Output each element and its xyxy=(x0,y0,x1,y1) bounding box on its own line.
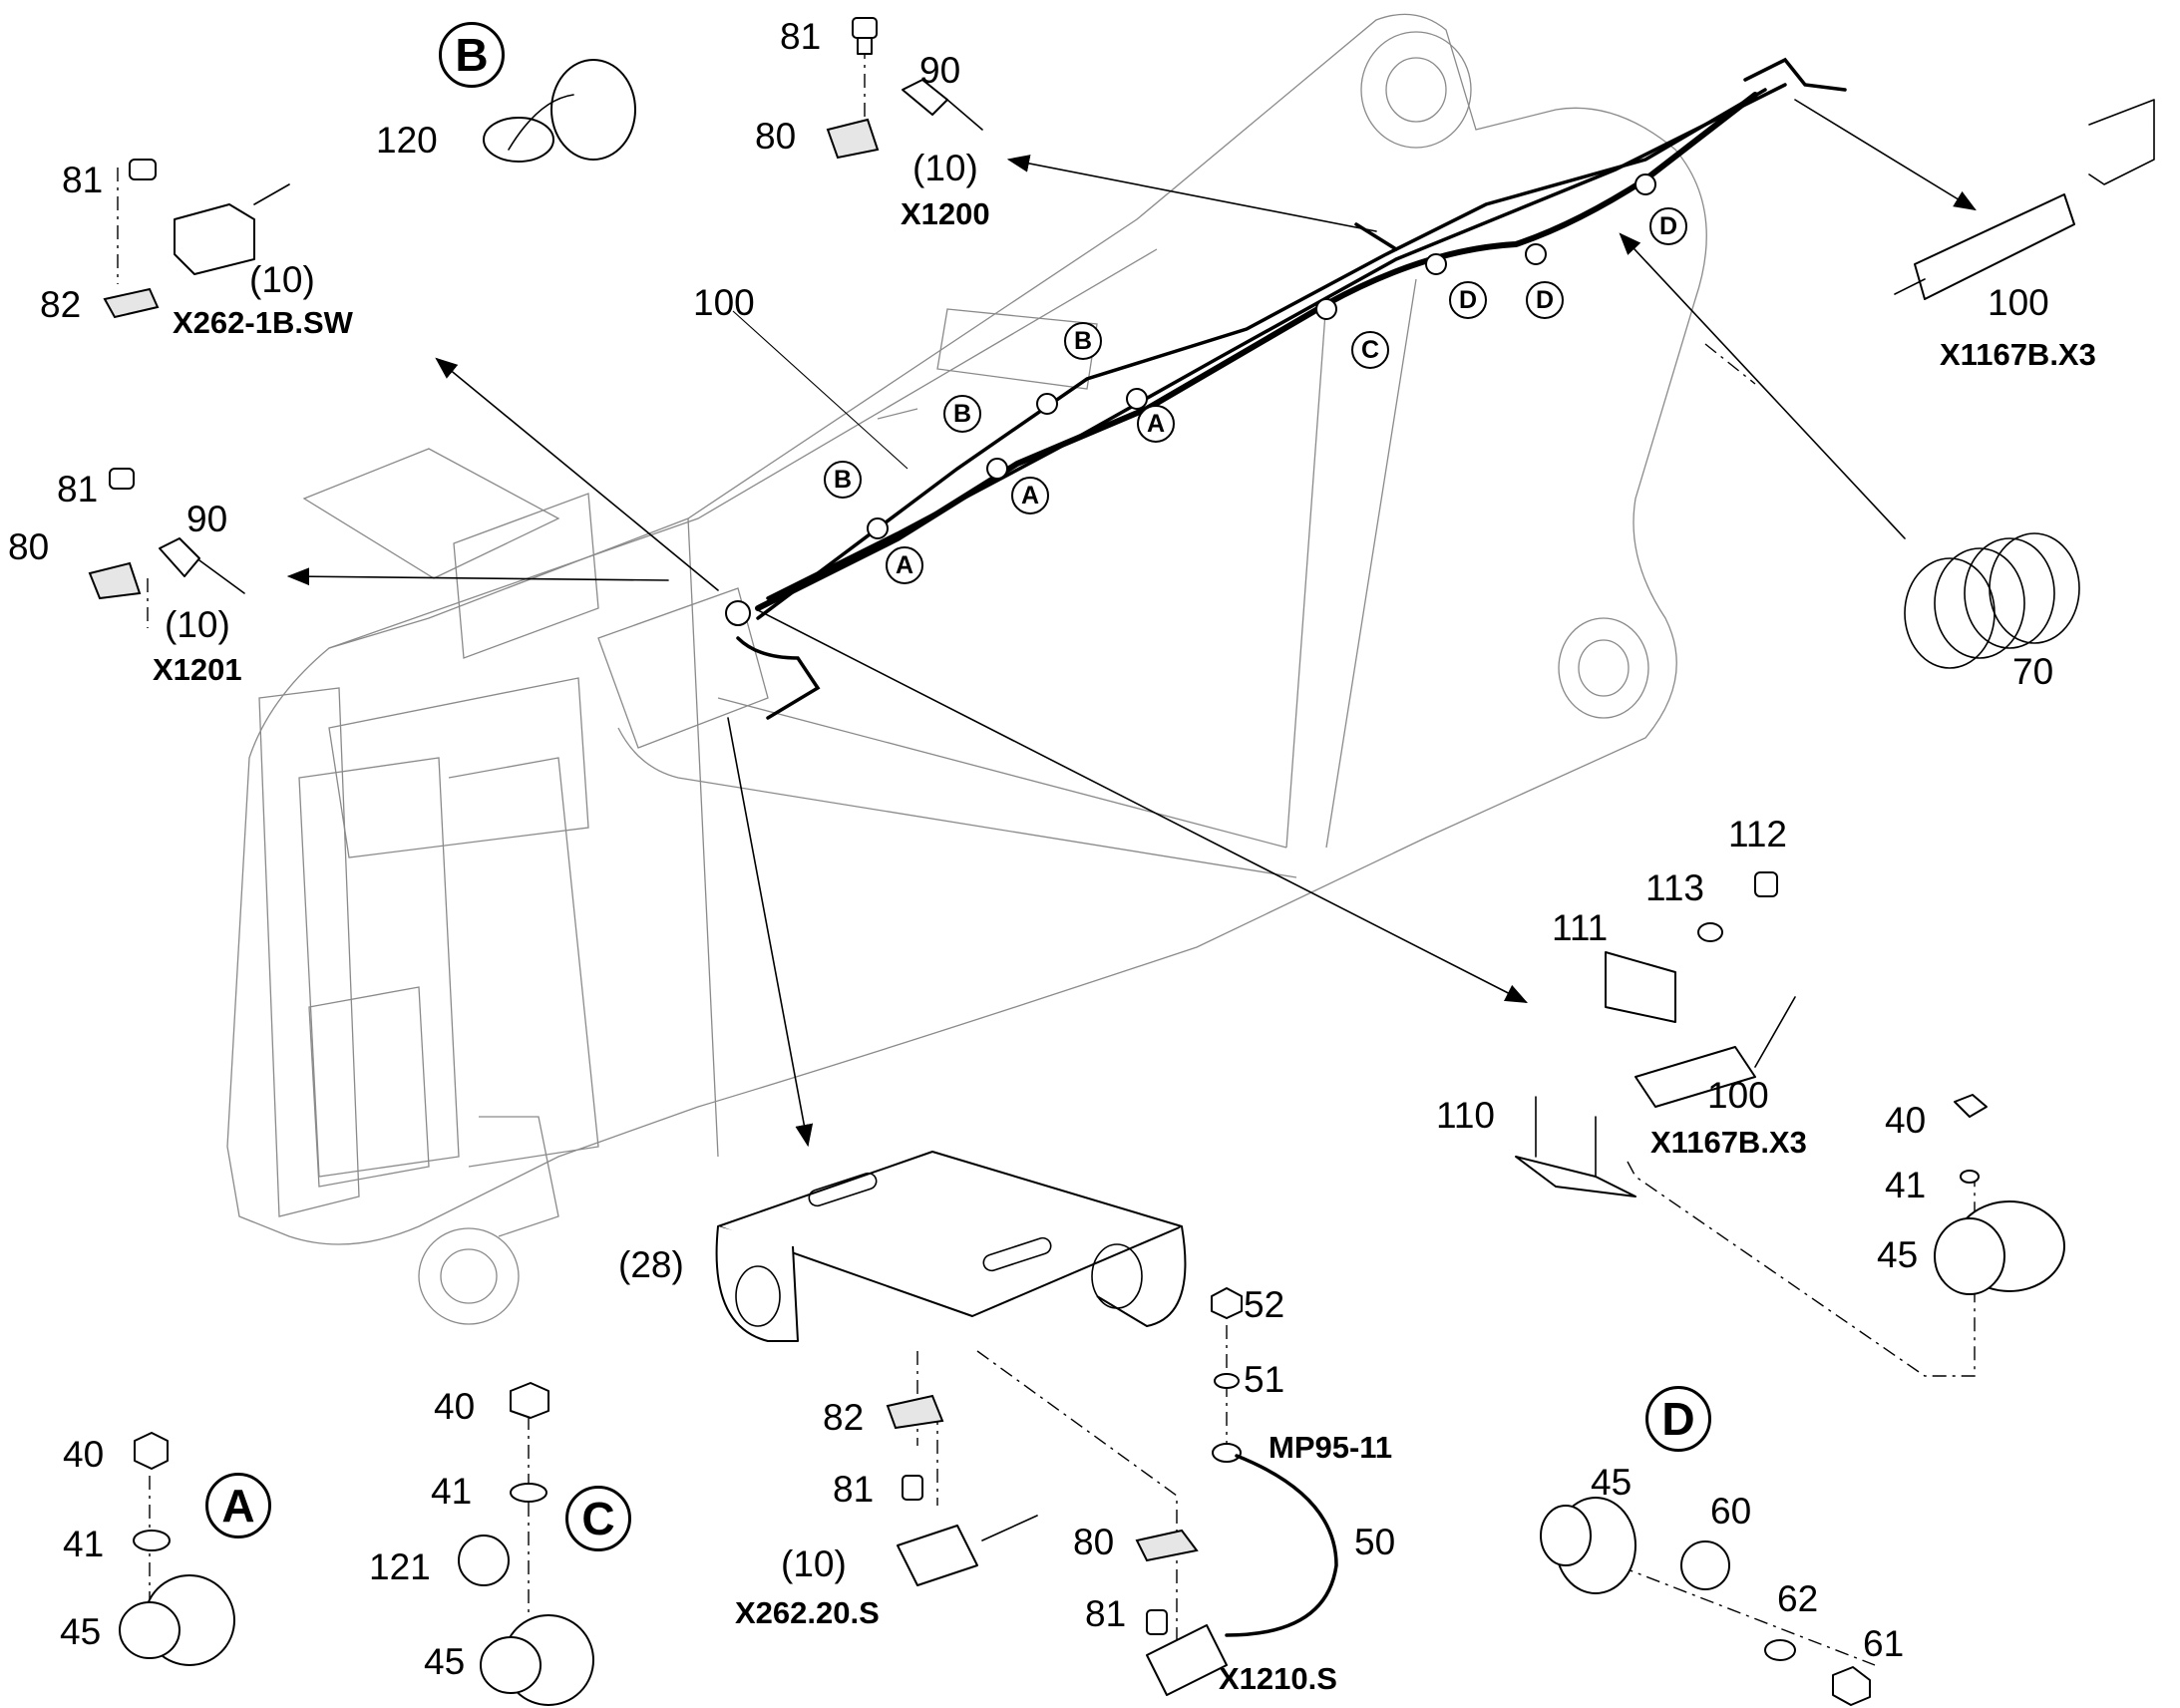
label-70: 70 xyxy=(2012,651,2054,692)
connector-x1201: X1201 xyxy=(153,652,242,687)
detail-key-d-large: D xyxy=(1645,1386,1711,1452)
connector-mp95-11: MP95-11 xyxy=(1269,1430,1393,1465)
detail-key-c-large: C xyxy=(565,1486,631,1551)
detail-key-d-1: D xyxy=(1449,281,1487,319)
label-41-c: 41 xyxy=(431,1471,473,1512)
detail-key-c-1: C xyxy=(1351,331,1389,369)
label-113: 113 xyxy=(1645,867,1704,908)
leader-arrows xyxy=(286,99,1977,1148)
label-110: 110 xyxy=(1436,1095,1495,1136)
connector-x1167b-x3-top: X1167B.X3 xyxy=(1940,337,2096,372)
connector-x262-20-s: X262.20.S xyxy=(735,1595,880,1630)
assembly-axes xyxy=(117,45,1976,1666)
label-80-left: 80 xyxy=(8,526,50,567)
label-112: 112 xyxy=(1728,814,1787,854)
label-40-a: 40 xyxy=(63,1434,105,1475)
label-81-left-top: 81 xyxy=(62,160,104,200)
label-111: 111 xyxy=(1552,907,1609,948)
label-45-a: 45 xyxy=(60,1611,102,1652)
label-10-x262-1b: (10) xyxy=(249,259,315,300)
label-81-bottom: 81 xyxy=(833,1469,875,1510)
label-121: 121 xyxy=(369,1546,431,1587)
label-50: 50 xyxy=(1354,1522,1396,1562)
label-90-left: 90 xyxy=(186,499,228,539)
detail-key-d-2: D xyxy=(1526,281,1564,319)
label-45-c: 45 xyxy=(424,1641,466,1682)
detail-key-a-3: A xyxy=(886,546,923,584)
detail-key-b-2: B xyxy=(943,395,981,433)
hardware-parts xyxy=(88,17,2155,1706)
label-40-c: 40 xyxy=(434,1386,476,1427)
cable-harness xyxy=(725,57,1847,720)
label-41-a: 41 xyxy=(63,1524,105,1564)
label-62: 62 xyxy=(1777,1578,1819,1619)
connector-x262-1b-sw: X262-1B.SW xyxy=(173,305,353,340)
label-52: 52 xyxy=(1244,1284,1285,1325)
detail-key-b-large: B xyxy=(439,22,505,88)
label-120: 120 xyxy=(376,120,438,161)
detail-key-a-large: A xyxy=(205,1473,271,1538)
connector-x1200: X1200 xyxy=(901,196,990,231)
label-45-d: 45 xyxy=(1591,1462,1633,1503)
label-82-bottom: 82 xyxy=(823,1397,865,1438)
detail-key-d-3: D xyxy=(1649,207,1687,245)
label-51: 51 xyxy=(1244,1359,1285,1400)
label-61: 61 xyxy=(1863,1623,1905,1664)
label-60: 60 xyxy=(1710,1491,1752,1532)
label-81-bottom-right: 81 xyxy=(1085,1593,1127,1634)
label-100-harness: 100 xyxy=(693,282,755,323)
boom-outline xyxy=(226,13,1707,1325)
label-10-x1201: (10) xyxy=(165,604,230,645)
detail-key-b-1: B xyxy=(1064,322,1102,360)
detail-key-a-2: A xyxy=(1011,477,1049,514)
label-90-top: 90 xyxy=(919,50,961,91)
label-28: (28) xyxy=(618,1244,684,1285)
label-81-top: 81 xyxy=(780,16,822,57)
label-10-x1200: (10) xyxy=(912,148,978,188)
label-100-top-right: 100 xyxy=(1988,282,2049,323)
label-45-right: 45 xyxy=(1877,1234,1919,1275)
label-100-middle: 100 xyxy=(1707,1075,1769,1116)
label-10-x262-20: (10) xyxy=(781,1543,847,1584)
label-41-right: 41 xyxy=(1885,1165,1927,1205)
detail-key-b-3: B xyxy=(824,461,862,499)
detail-key-a-1: A xyxy=(1137,405,1175,443)
connector-x1210-s: X1210.S xyxy=(1219,1661,1337,1696)
label-80-top: 80 xyxy=(755,116,797,157)
label-80-bottom: 80 xyxy=(1073,1522,1115,1562)
label-81-left: 81 xyxy=(57,469,99,510)
connector-x1167b-x3-middle: X1167B.X3 xyxy=(1650,1125,1807,1160)
label-82-left-top: 82 xyxy=(40,284,82,325)
label-40-right: 40 xyxy=(1885,1100,1927,1141)
